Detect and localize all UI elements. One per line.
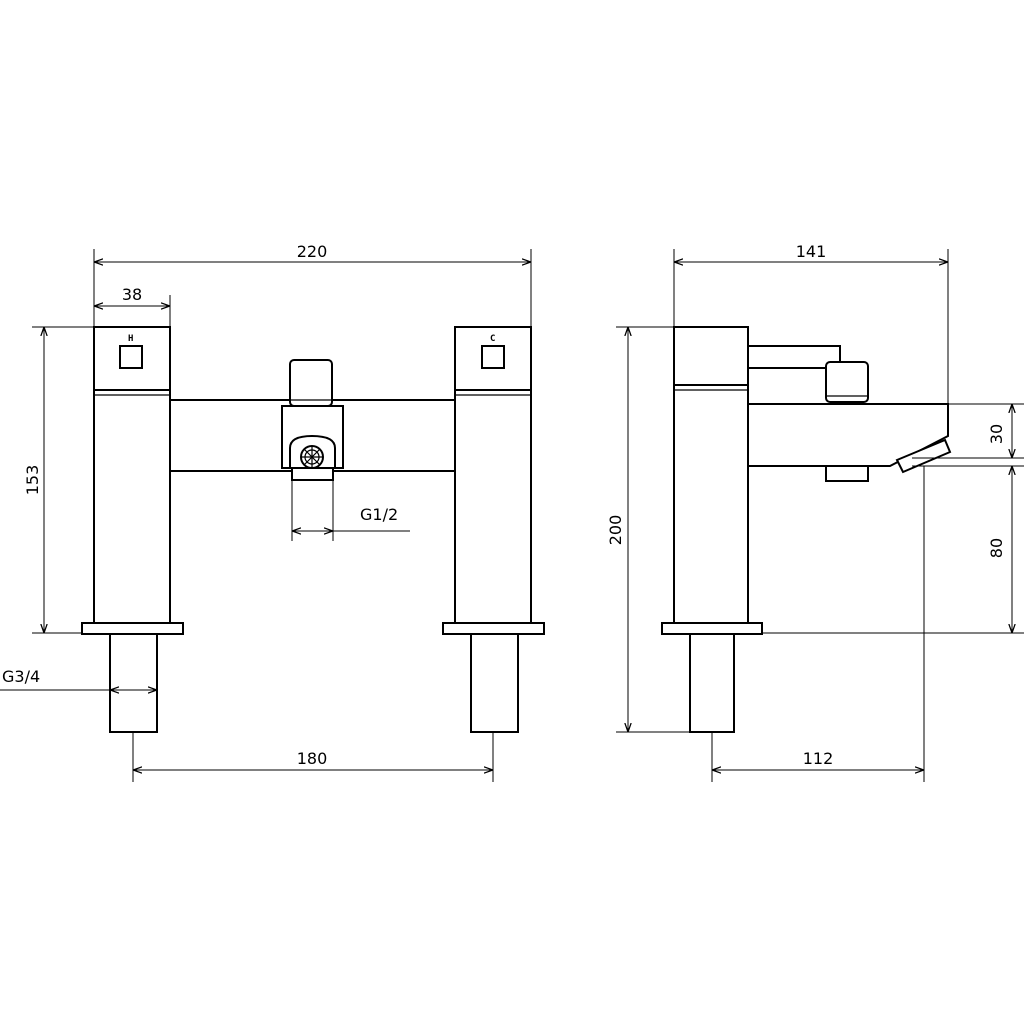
- cold-pillar: C: [442, 326, 545, 733]
- dim-label-141: 141: [796, 242, 827, 261]
- aerator-outlet: [289, 434, 336, 469]
- bridge-body: [169, 359, 456, 481]
- dim-label-180: 180: [297, 749, 328, 768]
- dim-inlet-thread: G3/4: [0, 667, 157, 690]
- dim-label-112: 112: [803, 749, 834, 768]
- dim-spout-clearance: 80: [762, 465, 1024, 634]
- cold-marking: C: [490, 334, 495, 344]
- dim-spout-projection: 112: [711, 466, 925, 782]
- dim-label-220: 220: [297, 242, 328, 261]
- dim-inlet-centres: 180: [132, 732, 494, 782]
- hot-pillar: H: [81, 326, 184, 733]
- hot-marking: H: [128, 334, 133, 344]
- dim-label-200: 200: [606, 515, 625, 546]
- dim-handle-width: 38: [94, 285, 171, 327]
- dim-label-g34: G3/4: [2, 667, 40, 686]
- side-view: 141 200 30 80 112: [606, 242, 1024, 782]
- front-view: H C: [0, 242, 545, 782]
- dim-label-30: 30: [987, 424, 1006, 444]
- dim-label-38: 38: [122, 285, 142, 304]
- dim-body-height: 153: [23, 326, 94, 634]
- dim-label-g12: G1/2: [360, 505, 398, 524]
- dim-label-80: 80: [987, 538, 1006, 558]
- side-body: [661, 326, 952, 733]
- dim-overall-width: 220: [93, 242, 532, 327]
- dim-outlet-thread: G1/2: [291, 480, 410, 541]
- dim-spout-height: 30: [912, 403, 1024, 459]
- dim-label-153: 153: [23, 465, 42, 496]
- dim-depth: 141: [673, 242, 949, 404]
- dim-total-height: 200: [606, 326, 690, 733]
